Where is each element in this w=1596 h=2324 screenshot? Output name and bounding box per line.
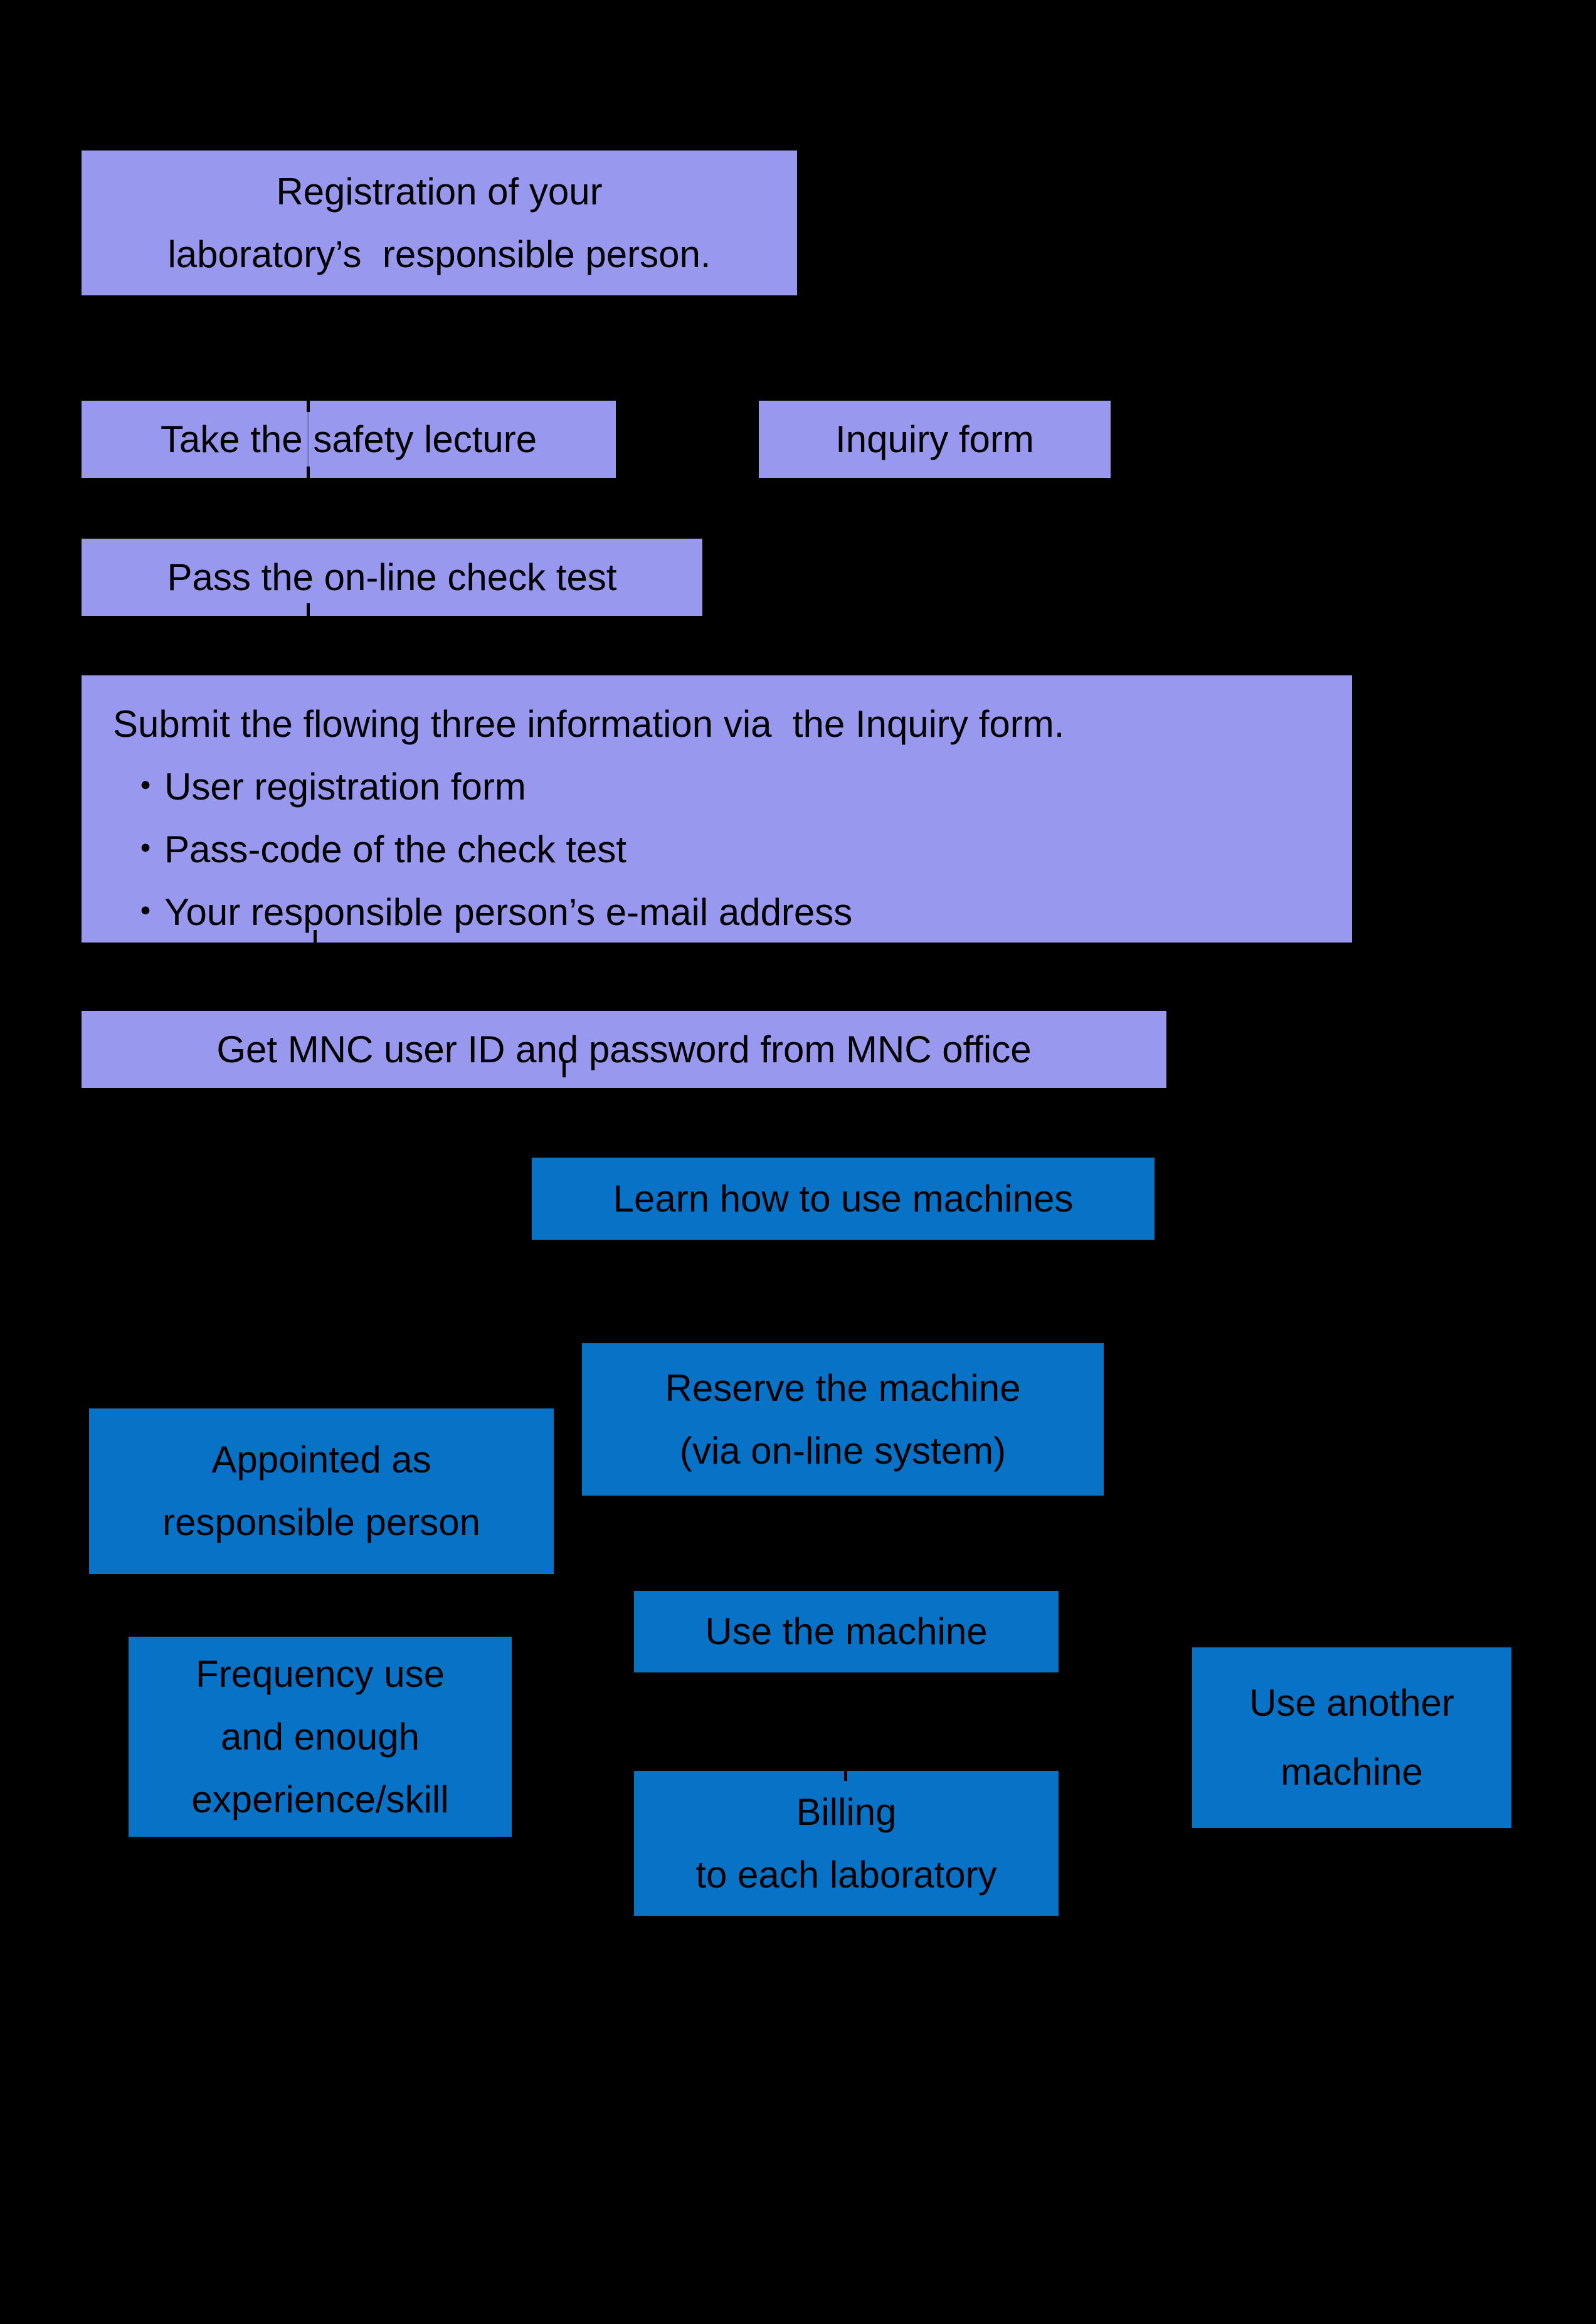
flow-box-reserve-machine-line: (via on-line system) (679, 1429, 1007, 1472)
flow-box-pass-check-test-label: Pass the on-line check test (167, 556, 617, 598)
flow-box-submit-bullet: ・User registration form (127, 766, 526, 808)
flow-box-take-safety-lecture-label: Take the safety lecture (160, 418, 537, 460)
connector-tick (844, 1765, 847, 1781)
flow-box-use-another-machine: Use another machine (1192, 1647, 1511, 1828)
flow-box-billing: Billing to each laboratory (634, 1771, 1059, 1916)
flow-box-submit-information: Submit the flowing three information via… (82, 675, 1352, 943)
flow-box-frequency-experience-line: and enough (221, 1715, 420, 1758)
flow-box-reserve-machine-line: Reserve the machine (665, 1366, 1021, 1409)
flow-box-frequency-experience-line: Frequency use (196, 1652, 445, 1695)
connector-tick (307, 467, 310, 482)
flow-box-registration-line: laboratory’s responsible person. (167, 233, 711, 275)
flow-box-inquiry-form: Inquiry form (759, 401, 1111, 478)
flow-box-use-machine: Use the machine (634, 1591, 1059, 1672)
flow-box-appointed-responsible: Appointed as responsible person (89, 1408, 554, 1574)
flow-box-use-machine-label: Use the machine (705, 1610, 988, 1652)
flow-box-get-mnc-user-id-label: Get MNC user ID and password from MNC of… (216, 1028, 1032, 1070)
flow-box-take-safety-lecture: Take the safety lecture (82, 401, 616, 478)
connector-tick (307, 397, 310, 412)
flow-box-get-mnc-user-id: Get MNC user ID and password from MNC of… (82, 1011, 1166, 1088)
flow-box-frequency-experience-line: experience/skill (191, 1778, 449, 1820)
flow-box-submit-title: Submit the flowing three information via… (113, 703, 1065, 745)
flow-box-learn-machines: Learn how to use machines (532, 1158, 1155, 1240)
flow-box-billing-line: to each laboratory (695, 1853, 997, 1896)
flow-box-use-another-machine-line: Use another (1249, 1682, 1454, 1724)
flow-box-submit-bullet: ・Your responsible person’s e-mail addres… (127, 891, 853, 933)
flow-box-submit-bullet: ・Pass-code of the check test (127, 828, 627, 870)
flow-box-registration-line: Registration of your (276, 170, 603, 213)
flow-box-frequency-experience: Frequency use and enough experience/skil… (129, 1637, 512, 1837)
flow-box-inquiry-form-label: Inquiry form (835, 418, 1034, 460)
connector-tick (307, 603, 310, 628)
flow-box-reserve-machine: Reserve the machine (via on-line system) (582, 1343, 1104, 1496)
connector-tick (314, 930, 317, 949)
connector-tick (563, 1062, 566, 1077)
flow-box-use-another-machine-line: machine (1281, 1751, 1423, 1793)
flow-box-learn-machines-label: Learn how to use machines (613, 1177, 1074, 1220)
flow-box-appointed-responsible-line: Appointed as (211, 1439, 431, 1481)
flow-box-pass-check-test: Pass the on-line check test (82, 539, 702, 616)
flow-box-registration: Registration of your laboratory’s respon… (82, 151, 797, 295)
flow-box-appointed-responsible-line: responsible person (162, 1501, 480, 1543)
connector-line (307, 401, 309, 478)
flow-box-billing-line: Billing (796, 1790, 897, 1833)
